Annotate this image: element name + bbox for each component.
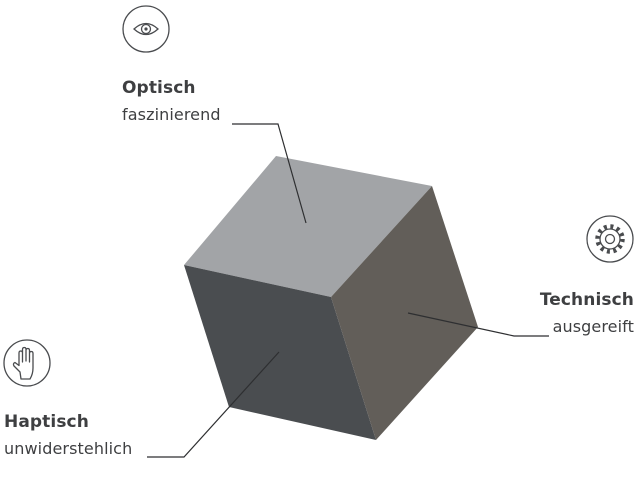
cube-right-face	[331, 186, 478, 440]
technisch-title: Technisch	[539, 290, 634, 310]
gear-icon	[586, 215, 634, 263]
leader-line-haptisch	[147, 351, 280, 458]
leader-line-optisch	[232, 123, 307, 224]
cube-left-face	[184, 265, 376, 440]
optisch-subtitle: faszinierend	[122, 105, 221, 124]
eye-icon	[122, 5, 170, 53]
label-haptisch: Haptisch unwiderstehlich	[4, 414, 132, 457]
haptisch-title: Haptisch	[4, 412, 89, 432]
label-technisch: Technisch ausgereift	[540, 292, 634, 335]
leader-line-technisch	[407, 312, 549, 337]
haptisch-subtitle: unwiderstehlich	[4, 439, 133, 458]
cube-top-face	[184, 156, 432, 297]
hand-icon	[3, 339, 51, 387]
optisch-title: Optisch	[122, 78, 196, 98]
label-optisch: Optisch faszinierend	[122, 80, 221, 123]
technisch-subtitle: ausgereift	[552, 317, 634, 336]
